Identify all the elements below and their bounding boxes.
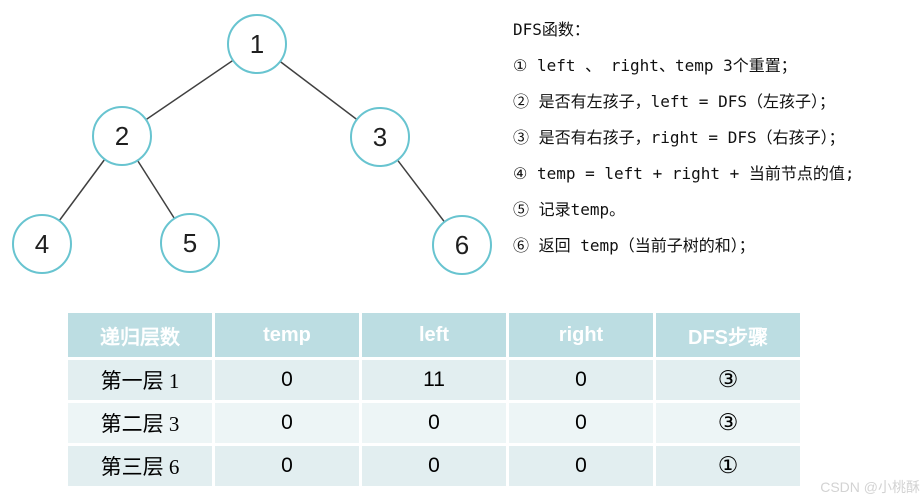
table-value-cell: 0	[215, 446, 359, 486]
tree-node-label: 4	[35, 229, 49, 259]
tree-node-circle	[12, 214, 72, 274]
tree-node-label: 3	[373, 122, 387, 152]
tree-node-label: 2	[115, 121, 129, 151]
table-value-cell: 0	[215, 403, 359, 443]
table-step-cell: ①	[656, 446, 800, 486]
tree-node-circle	[432, 215, 492, 275]
dfs-note-line: ④ temp = left + right + 当前节点的值;	[513, 164, 855, 183]
table-value-cell: 0	[509, 403, 653, 443]
table-value-cell: 11	[362, 360, 506, 400]
table-header-cell: left	[362, 313, 506, 357]
binary-tree-diagram: 1 2 3 4 5 6	[12, 14, 492, 275]
table-step-cell: ③	[656, 403, 800, 443]
dfs-note-line: ⑤ 记录temp。	[513, 200, 626, 219]
table-step-cell: ③	[656, 360, 800, 400]
table-header-cell: right	[509, 313, 653, 357]
table-row-label-cell: 第一层 1	[68, 360, 212, 400]
tree-node-label: 5	[183, 228, 197, 258]
table-value-cell: 0	[362, 403, 506, 443]
dfs-notes-title: DFS函数：	[513, 20, 590, 39]
tree-node-circle	[160, 213, 220, 273]
dfs-notes: DFS函数： ① left 、 right、temp 3个重置； ② 是否有左孩子…	[513, 12, 923, 264]
watermark: CSDN @小桃酥	[820, 479, 920, 495]
tree-node-circle	[350, 107, 410, 167]
table-value-cell: 0	[509, 446, 653, 486]
table-header-cell: DFS步骤	[656, 313, 800, 357]
dfs-note-line: ⑥ 返回 temp（当前子树的和）；	[513, 236, 755, 255]
tree-node-circle	[92, 106, 152, 166]
table-header-cell: temp	[215, 313, 359, 357]
table-row-label-cell: 第三层 6	[68, 446, 212, 486]
dfs-note-line: ① left 、 right、temp 3个重置；	[513, 56, 797, 75]
dfs-note-line: ③ 是否有右孩子，right = DFS（右孩子）；	[513, 128, 845, 147]
table-header-cell: 递归层数	[68, 313, 212, 357]
tree-node-label: 6	[455, 230, 469, 260]
tree-node-label: 1	[250, 29, 264, 59]
dfs-note-line: ② 是否有左孩子，left = DFS（左孩子）；	[513, 92, 835, 111]
table-value-cell: 0	[215, 360, 359, 400]
table-row-label-cell: 第二层 3	[68, 403, 212, 443]
tree-node-circle	[227, 14, 287, 74]
dfs-notes-lines: ① left 、 right、temp 3个重置； ② 是否有左孩子，left =…	[513, 48, 923, 264]
table-value-cell: 0	[509, 360, 653, 400]
table-value-cell: 0	[362, 446, 506, 486]
